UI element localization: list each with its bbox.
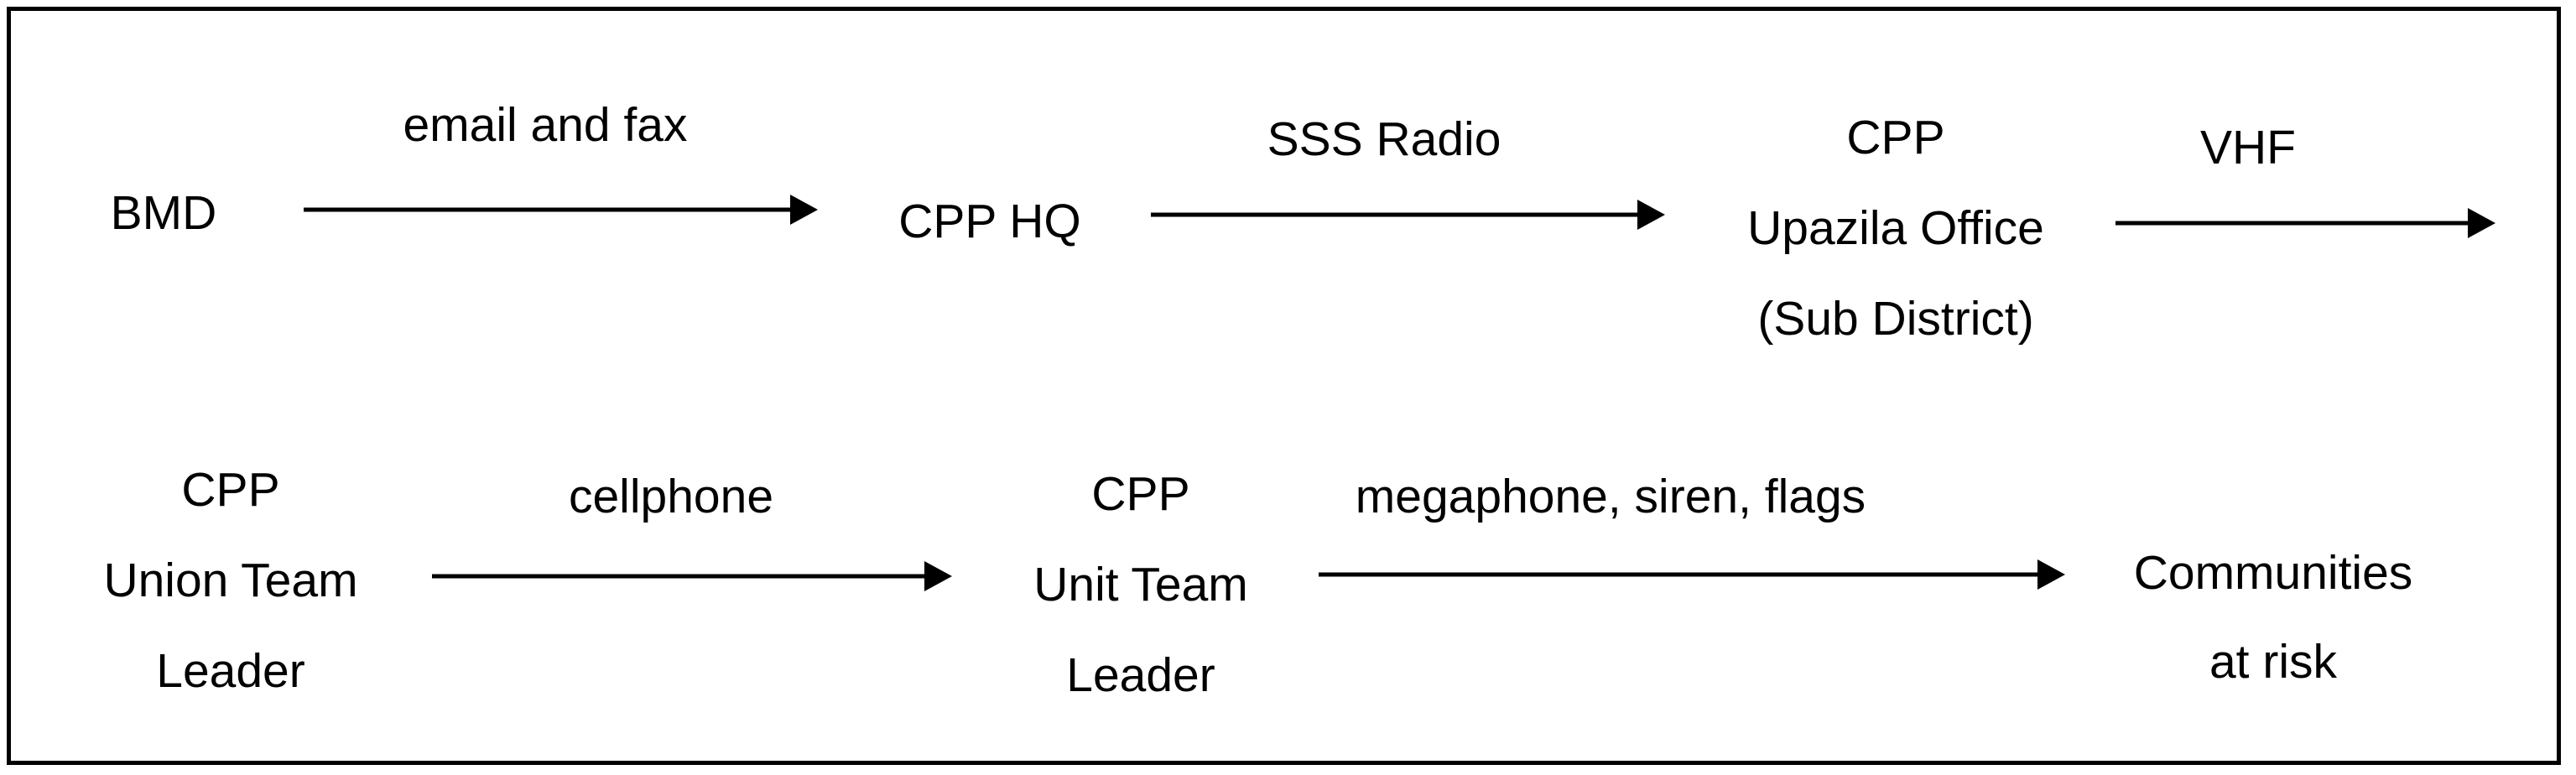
node-bmd: BMD xyxy=(80,168,247,258)
edge-label-sss-radio-text: SSS Radio xyxy=(1267,112,1501,166)
edge-label-email-fax: email and fax xyxy=(352,80,738,170)
node-communities-line-1: Communities xyxy=(2133,546,2413,600)
arrow-bmd-to-hq-head xyxy=(790,195,818,225)
arrow-union-to-unit-head xyxy=(924,561,952,591)
node-unit-line-3: Leader xyxy=(1066,648,1215,702)
edge-label-email-fax-text: email and fax xyxy=(403,98,688,152)
arrow-unit-to-communities-head xyxy=(2037,559,2065,590)
node-unit-line-2: Unit Team xyxy=(1033,558,1248,611)
node-unit-line-1: CPP xyxy=(1091,467,1190,521)
arrow-upazila-out-head xyxy=(2468,208,2495,238)
node-union-line-1: CPP xyxy=(181,463,280,517)
node-union-line-3: Leader xyxy=(156,644,305,698)
node-cpp-hq: CPP HQ xyxy=(864,176,1116,267)
edge-label-vhf: VHF xyxy=(2147,102,2349,193)
node-upazila-line-2: Upazila Office xyxy=(1747,201,2044,255)
edge-label-megaphone: megaphone, siren, flags xyxy=(1325,451,1896,542)
edge-label-megaphone-text: megaphone, siren, flags xyxy=(1355,470,1866,523)
node-upazila-line-1: CPP xyxy=(1846,111,1945,164)
diagram-frame xyxy=(7,7,2561,765)
node-union-team-leader: CPP Union Team Leader xyxy=(46,445,415,716)
node-union-line-2: Union Team xyxy=(103,554,358,607)
node-unit-team-leader: CPP Unit Team Leader xyxy=(981,449,1300,720)
node-communities-line-2: at risk xyxy=(2209,635,2338,689)
edge-label-sss-radio: SSS Radio xyxy=(1216,94,1552,185)
edge-label-cellphone-text: cellphone xyxy=(568,470,774,523)
node-bmd-line-1: BMD xyxy=(110,186,217,240)
node-cpp-hq-line-1: CPP HQ xyxy=(898,195,1081,248)
node-upazila-office: CPP Upazila Office (Sub District) xyxy=(1686,92,2105,364)
arrow-hq-to-upazila-head xyxy=(1637,200,1665,230)
node-upazila-line-3: (Sub District) xyxy=(1757,292,2034,346)
node-communities-at-risk: Communities at risk xyxy=(2089,528,2458,706)
edge-label-vhf-text: VHF xyxy=(2200,121,2296,174)
edge-label-cellphone: cellphone xyxy=(503,451,839,542)
